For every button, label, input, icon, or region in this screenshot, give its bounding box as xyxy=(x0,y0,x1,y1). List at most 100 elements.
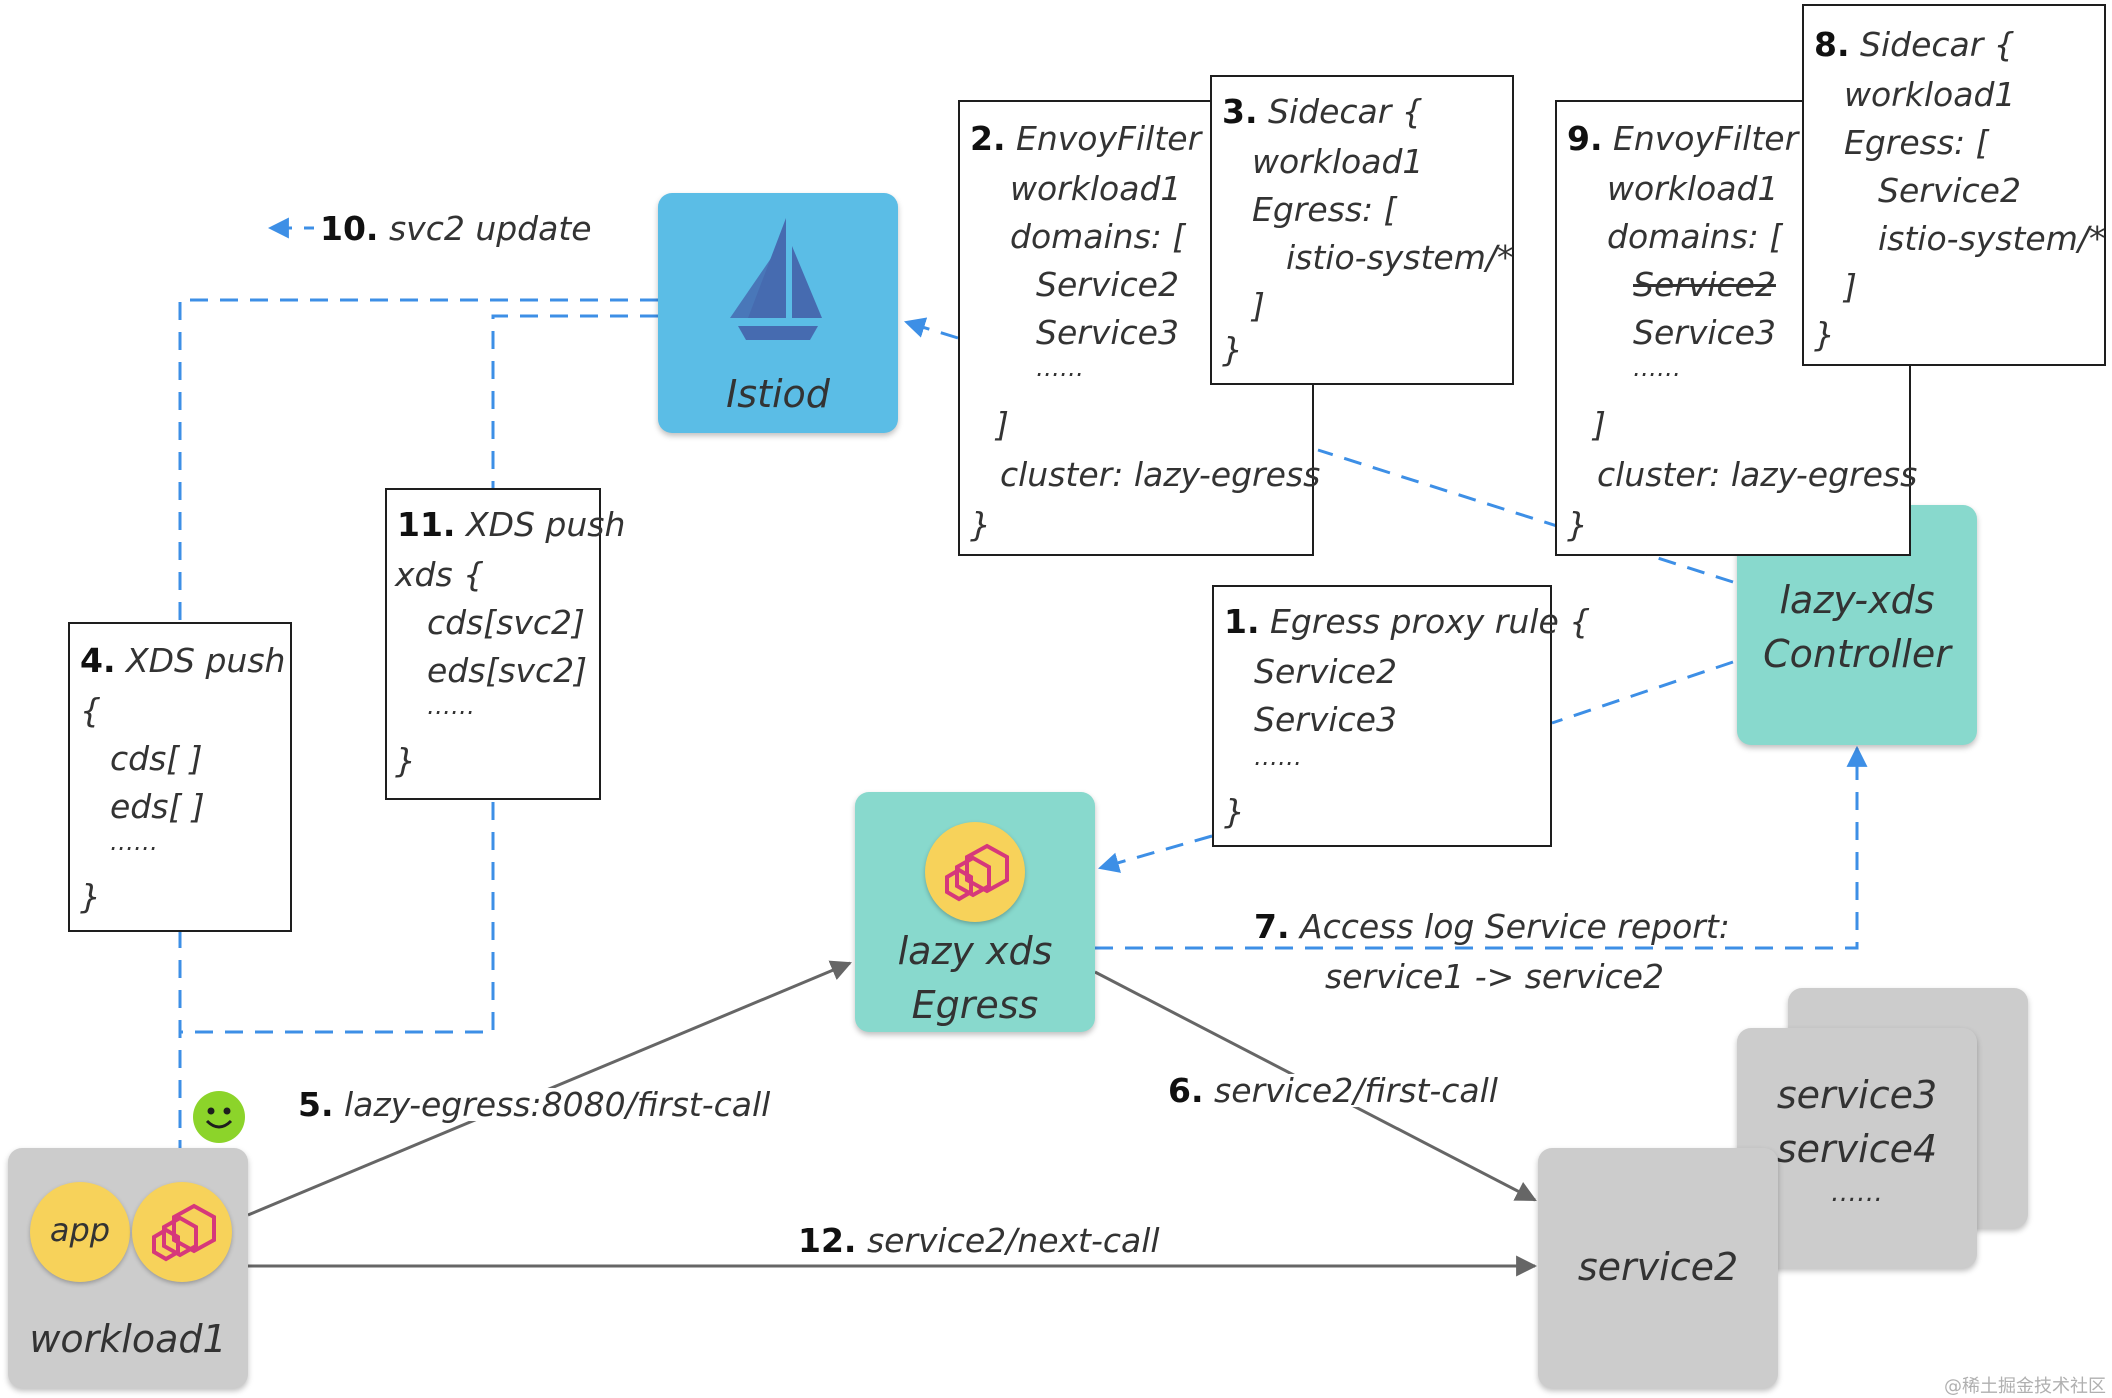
box3-line: istio-system/* xyxy=(1286,238,1514,277)
box3-line: ] xyxy=(1252,286,1265,325)
step12-label: 12. service2/next-call xyxy=(792,1224,1166,1257)
service2-node[interactable]: service2 xyxy=(1538,1148,1778,1388)
edge-step7-line xyxy=(1095,745,1868,950)
step12-text: service2/next-call xyxy=(866,1221,1160,1260)
box2-line: domains: [ xyxy=(1010,217,1186,256)
box11-title: XDS push xyxy=(465,505,626,544)
edge-istiod-to-box4 xyxy=(178,298,658,622)
sidecar-badge xyxy=(132,1182,232,1282)
box1-line: …… xyxy=(1254,743,1302,771)
step6-label: 6. service2/first-call xyxy=(1160,1074,1506,1107)
box11-line: …… xyxy=(427,692,475,720)
box1-line: Service3 xyxy=(1254,700,1397,739)
box4-line: eds[ ] xyxy=(110,787,205,826)
step6-text: service2/first-call xyxy=(1214,1071,1498,1110)
box11-line: } xyxy=(395,741,416,780)
edge-envoyfilter-to-istiod xyxy=(903,317,959,340)
box8-line: workload1 xyxy=(1844,75,2016,114)
box4-line: …… xyxy=(110,828,158,856)
envoy-hexagon-icon xyxy=(152,1203,216,1262)
istiod-node[interactable]: Istiod xyxy=(658,193,898,433)
box11-line: eds[svc2] xyxy=(427,651,588,690)
step7-text: Access log Service report: xyxy=(1300,907,1730,946)
box3-title: Sidecar { xyxy=(1268,92,1423,131)
egress-label-line2: Egress xyxy=(911,983,1039,1027)
envoy-hexagon-icon xyxy=(945,843,1009,902)
sidecar-old-box: 3. Sidecar { workload1 Egress: [ istio-s… xyxy=(1210,75,1514,385)
box8-line: Egress: [ xyxy=(1844,123,1989,162)
xds-push-4-box: 4. XDS push { cds[ ] eds[ ] …… } xyxy=(68,622,292,932)
box3-line: } xyxy=(1222,330,1243,369)
step7-label-line2: service1 -> service2 xyxy=(1325,957,1664,996)
workload1-label: workload1 xyxy=(29,1317,227,1361)
box2-number: 2. xyxy=(970,119,1006,158)
box3-number: 3. xyxy=(1222,92,1258,131)
istio-sail-icon xyxy=(730,218,822,340)
box8-line: istio-system/* xyxy=(1878,219,2106,258)
xds-push-11-box: 11. XDS push xds { cds[svc2] eds[svc2] …… xyxy=(385,488,625,800)
box8-number: 8. xyxy=(1814,25,1850,64)
box2-line: …… xyxy=(1036,354,1084,382)
edge-controller-to-rule xyxy=(1551,660,1734,725)
box4-title: XDS push xyxy=(126,641,286,680)
edge-rule-to-egress xyxy=(1097,834,1213,873)
box2-line: ] xyxy=(996,405,1009,444)
step5-number: 5. xyxy=(298,1085,334,1124)
egress-label-line1: lazy xds xyxy=(897,929,1053,973)
edge-istiod-to-box11 xyxy=(491,314,658,488)
controller-label-line1: lazy-xds xyxy=(1779,578,1935,622)
step10-number: 10. xyxy=(320,209,379,248)
box2-title: EnvoyFilter { xyxy=(1016,119,1233,158)
watermark: @稀土掘金技术社区 xyxy=(1944,1376,2106,1397)
step12-number: 12. xyxy=(798,1221,857,1260)
box2-line: } xyxy=(970,505,991,544)
step7-number: 7. xyxy=(1254,907,1290,946)
box9-line: domains: [ xyxy=(1607,217,1783,256)
box4-number: 4. xyxy=(80,641,116,680)
step6-number: 6. xyxy=(1168,1071,1204,1110)
box9-line: Service3 xyxy=(1633,313,1776,352)
service4-label: service4 xyxy=(1776,1127,1938,1171)
box2-line: workload1 xyxy=(1010,169,1182,208)
envoy-badge xyxy=(925,822,1025,922)
box1-title: Egress proxy rule { xyxy=(1270,602,1591,641)
lazy-xds-egress-node[interactable]: lazy xds Egress xyxy=(855,792,1095,1032)
box3-line: workload1 xyxy=(1252,142,1424,181)
box9-line: ] xyxy=(1593,405,1606,444)
edge-controller-to-envoyfilter xyxy=(1317,448,1734,584)
box11-line: xds { xyxy=(395,555,485,594)
box11-line: cds[svc2] xyxy=(427,603,585,642)
step10-text: svc2 update xyxy=(388,209,592,248)
edge-box11-to-workload xyxy=(180,802,495,1034)
box9-line: workload1 xyxy=(1607,169,1779,208)
step5-text: lazy-egress:8080/first-call xyxy=(344,1085,771,1124)
box9-line-removed: Service2 xyxy=(1633,265,1776,304)
box11-number: 11. xyxy=(397,505,456,544)
box8-line: ] xyxy=(1844,267,1857,306)
box2-line: Service3 xyxy=(1036,313,1179,352)
box9-line: cluster: lazy-egress xyxy=(1597,455,1918,494)
box1-line: Service2 xyxy=(1254,652,1397,691)
app-badge-label: app xyxy=(49,1211,111,1249)
step10-label: 10. svc2 update xyxy=(314,212,598,245)
box4-line: { xyxy=(80,691,101,730)
box9-line: } xyxy=(1567,505,1588,544)
sidecar-new-box: 8. Sidecar { workload1 Egress: [ Service… xyxy=(1802,4,2106,366)
step7-label: 7. Access log Service report: xyxy=(1246,910,1738,943)
controller-label-line2: Controller xyxy=(1763,632,1951,676)
box2-line: Service2 xyxy=(1036,265,1179,304)
smiley-icon xyxy=(193,1091,245,1143)
box9-line: …… xyxy=(1633,354,1681,382)
box1-line: } xyxy=(1224,792,1245,831)
egress-proxy-rule-box: 1. Egress proxy rule { Service2 Service3… xyxy=(1212,585,1590,847)
box8-line: } xyxy=(1814,315,1835,354)
service3-label: service3 xyxy=(1776,1073,1938,1117)
step5-label: 5. lazy-egress:8080/first-call xyxy=(292,1085,777,1124)
box9-number: 9. xyxy=(1567,119,1603,158)
box3-line: Egress: [ xyxy=(1252,190,1397,229)
service2-label: service2 xyxy=(1577,1245,1739,1289)
box1-number: 1. xyxy=(1224,602,1260,641)
workload1-node[interactable]: app workload1 xyxy=(8,1148,248,1388)
